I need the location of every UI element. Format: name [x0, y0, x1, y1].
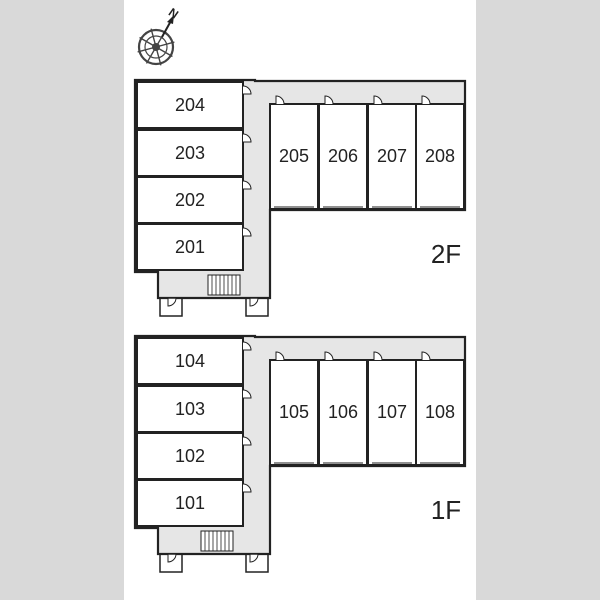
unit-107: 107 — [367, 351, 417, 466]
unit-number: 101 — [175, 493, 205, 513]
unit-106: 106 — [318, 351, 368, 466]
door-icon — [373, 95, 383, 105]
floor-plan-1f: 104 103 102 101 105 106 107 108 1F — [133, 334, 467, 573]
stairs-icon — [207, 274, 241, 296]
door-icon — [167, 553, 177, 563]
door-icon — [242, 85, 252, 95]
door-icon — [242, 483, 252, 493]
door-icon — [421, 351, 431, 361]
unit-203: 203 — [136, 129, 252, 177]
compass-rose-icon: N — [137, 5, 181, 66]
unit-number: 107 — [377, 402, 407, 422]
floor-label: 2F — [431, 239, 461, 269]
door-icon — [324, 351, 334, 361]
unit-number: 202 — [175, 190, 205, 210]
unit-number: 105 — [279, 402, 309, 422]
floor-label: 1F — [431, 495, 461, 525]
door-icon — [373, 351, 383, 361]
unit-number: 206 — [328, 146, 358, 166]
door-icon — [242, 389, 252, 399]
unit-201: 201 — [136, 223, 252, 271]
unit-number: 108 — [425, 402, 455, 422]
unit-204: 204 — [136, 81, 252, 129]
door-icon — [167, 297, 177, 307]
door-icon — [242, 133, 252, 143]
unit-104: 104 — [136, 337, 252, 385]
door-icon — [249, 553, 259, 563]
unit-102: 102 — [136, 432, 252, 480]
unit-number: 205 — [279, 146, 309, 166]
unit-number: 208 — [425, 146, 455, 166]
door-icon — [242, 436, 252, 446]
door-icon — [242, 180, 252, 190]
unit-number: 203 — [175, 143, 205, 163]
unit-202: 202 — [136, 176, 252, 224]
unit-number: 207 — [377, 146, 407, 166]
door-icon — [242, 341, 252, 351]
stairs-icon — [200, 530, 234, 552]
unit-206: 206 — [318, 95, 368, 210]
floor-plan-2f: 204 203 202 201 205 206 207 208 2F — [133, 78, 467, 317]
unit-number: 201 — [175, 237, 205, 257]
unit-number: 102 — [175, 446, 205, 466]
unit-205: 205 — [269, 95, 319, 210]
door-icon — [421, 95, 431, 105]
door-icon — [275, 351, 285, 361]
unit-105: 105 — [269, 351, 319, 466]
unit-103: 103 — [136, 385, 252, 433]
unit-101: 101 — [136, 479, 252, 527]
unit-number: 103 — [175, 399, 205, 419]
door-icon — [275, 95, 285, 105]
unit-number: 204 — [175, 95, 205, 115]
north-label: N — [166, 5, 181, 21]
unit-number: 106 — [328, 402, 358, 422]
door-icon — [249, 297, 259, 307]
unit-108: 108 — [415, 351, 465, 466]
unit-207: 207 — [367, 95, 417, 210]
door-icon — [242, 227, 252, 237]
door-icon — [324, 95, 334, 105]
unit-208: 208 — [415, 95, 465, 210]
unit-number: 104 — [175, 351, 205, 371]
